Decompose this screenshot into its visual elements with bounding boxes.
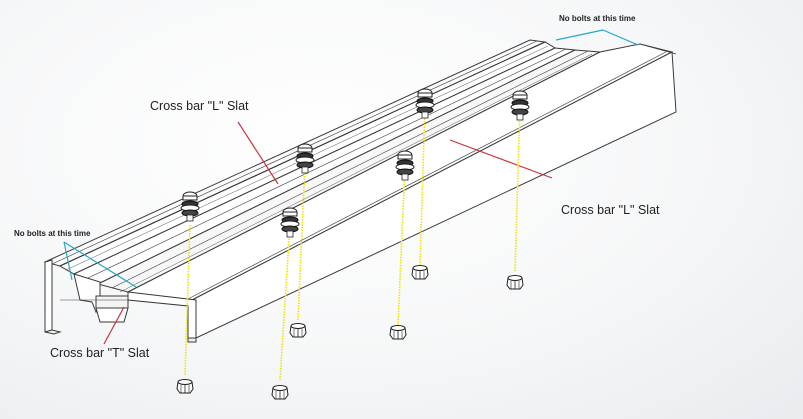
leader-no-bolts-left-b	[63, 241, 137, 288]
label-no-bolts-top: No bolts at this time	[559, 14, 636, 23]
label-t-slat: Cross bar "T" Slat	[50, 346, 150, 360]
leader-lines	[63, 29, 639, 345]
nut-icon	[506, 275, 524, 290]
label-no-bolts-left: No bolts at this time	[14, 229, 91, 238]
nut-icon	[271, 385, 289, 400]
bolt-icon	[395, 150, 415, 181]
label-l-slat-upper: Cross bar "L" Slat	[150, 99, 249, 113]
leader-no-bolts-left-a	[63, 241, 73, 281]
bolt-icon	[180, 191, 200, 222]
bolt-icon	[295, 143, 315, 174]
nut-icon	[389, 325, 407, 340]
bolt-icon	[510, 90, 530, 121]
leader-no-bolts-top-b	[602, 29, 639, 46]
bolt-icon	[280, 207, 300, 238]
bolts	[180, 88, 530, 238]
end-profile	[44, 259, 197, 343]
nut-icon	[411, 265, 429, 280]
nuts	[176, 265, 524, 400]
nut-icon	[289, 323, 307, 338]
t-slat	[72, 47, 602, 293]
label-l-slat-right: Cross bar "L" Slat	[561, 203, 660, 217]
nut-icon	[176, 379, 194, 394]
bolt-lines	[184, 104, 521, 381]
bolt-icon	[415, 88, 435, 119]
leader-no-bolts-top-a	[555, 29, 604, 41]
leader-l-slat-right	[449, 139, 553, 179]
leader-t-slat	[103, 306, 125, 345]
leader-l-slat-upper	[237, 121, 279, 185]
